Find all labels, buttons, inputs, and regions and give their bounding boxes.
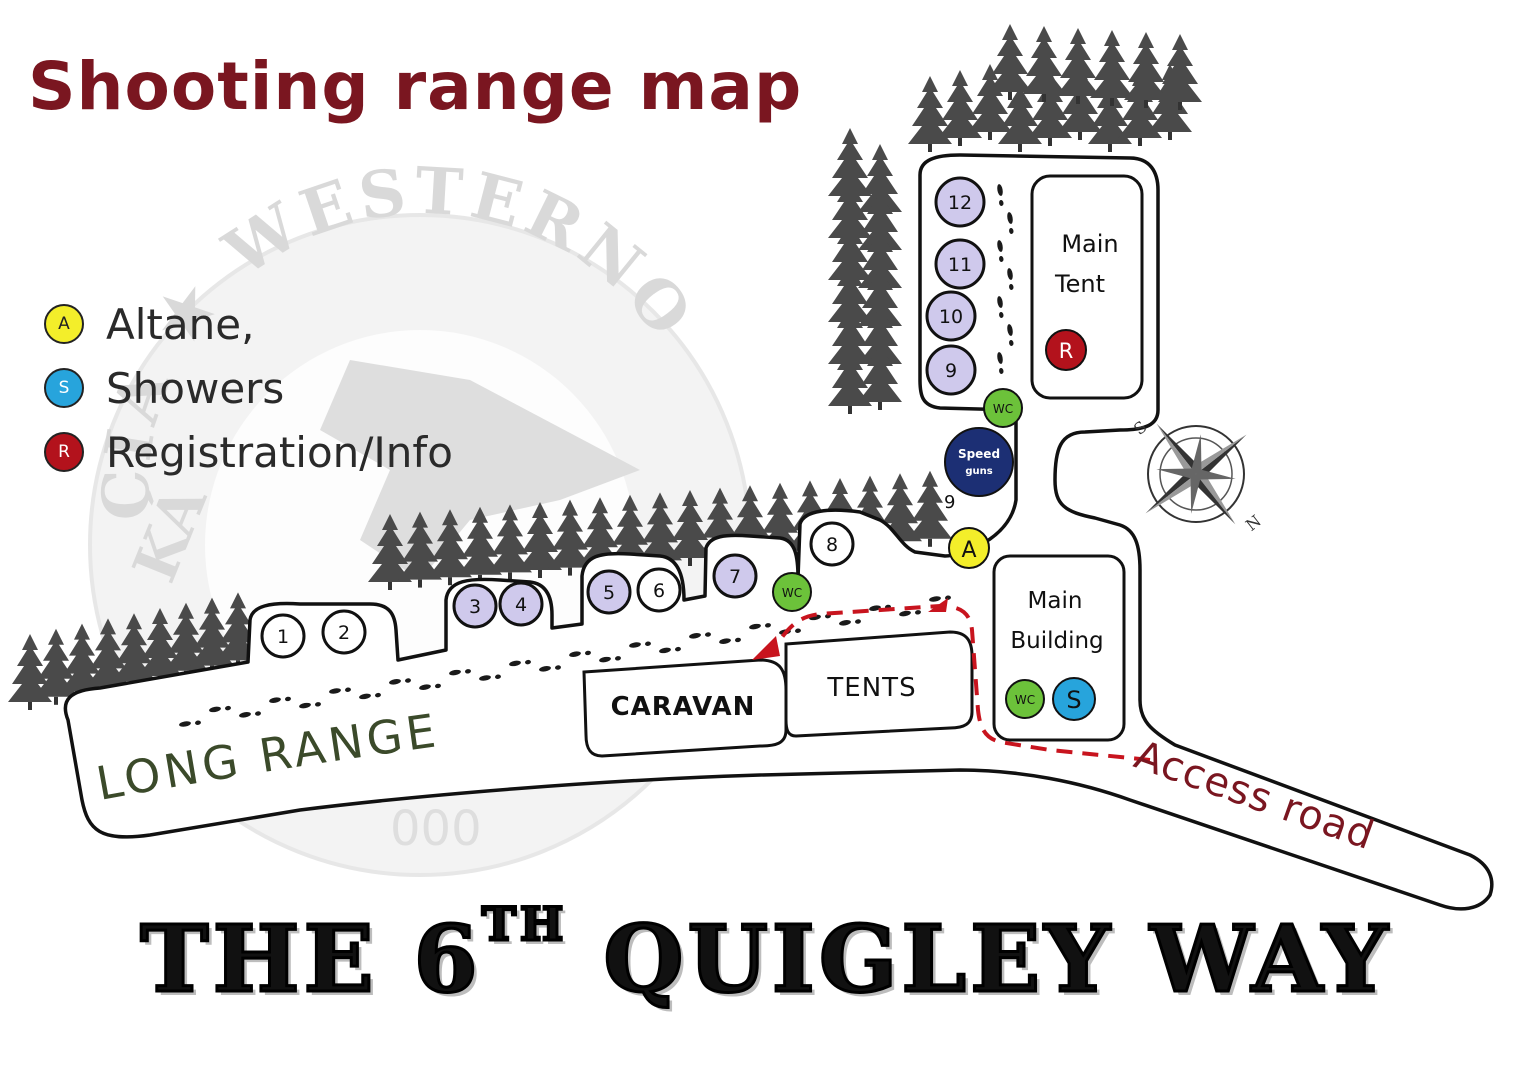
svg-text:12: 12 bbox=[948, 192, 972, 214]
tree-icon bbox=[908, 76, 952, 152]
svg-text:WC: WC bbox=[782, 586, 802, 600]
event-title: THE 6TH QUIGLEY WAY bbox=[0, 896, 1532, 1015]
compass-n: N bbox=[1242, 511, 1265, 535]
map-title: Shooting range map bbox=[28, 48, 803, 125]
tree-icon bbox=[1022, 26, 1066, 102]
legend-marker: R bbox=[44, 432, 84, 472]
stage-9: 9 bbox=[925, 344, 977, 396]
svg-text:WC: WC bbox=[993, 402, 1013, 416]
main-tent-area: Main Tent bbox=[1030, 174, 1144, 400]
speed-guns-marker: Speed guns bbox=[944, 427, 1014, 497]
legend-marker: A bbox=[44, 304, 84, 344]
stage-7: 7 bbox=[712, 553, 758, 599]
access-route bbox=[752, 598, 1151, 762]
event-title-sup: TH bbox=[480, 896, 568, 953]
main-building-label-line2: Building bbox=[1010, 628, 1103, 654]
legend-label: Registration/Info bbox=[106, 427, 453, 477]
stage-nine-label: 9 bbox=[944, 492, 955, 513]
svg-text:11: 11 bbox=[948, 254, 972, 276]
svg-text:A: A bbox=[961, 538, 976, 563]
tree-icon bbox=[1124, 32, 1168, 108]
legend-marker: S bbox=[44, 368, 84, 408]
main-tent-label-line1: Main bbox=[1061, 230, 1118, 258]
stage-5: 5 bbox=[586, 569, 632, 615]
caravan-label: CARAVAN bbox=[611, 692, 756, 722]
stage-10: 10 bbox=[925, 290, 977, 342]
stage-4: 4 bbox=[498, 581, 544, 627]
registration-marker: R bbox=[1045, 329, 1087, 371]
svg-text:Speed: Speed bbox=[958, 447, 1000, 461]
svg-text:8: 8 bbox=[826, 534, 838, 556]
stage-8: 8 bbox=[809, 521, 855, 567]
stage-3: 3 bbox=[452, 583, 498, 629]
legend: A Altane, S Showers R Registration/Info bbox=[44, 292, 453, 484]
showers-marker: S bbox=[1052, 677, 1096, 721]
tree-icon bbox=[938, 70, 982, 146]
svg-text:1: 1 bbox=[277, 626, 289, 648]
svg-text:9: 9 bbox=[945, 360, 957, 382]
legend-label: Showers bbox=[106, 363, 285, 413]
legend-item-altane: A Altane, bbox=[44, 292, 453, 356]
wc-marker: WC bbox=[983, 388, 1023, 428]
stage-12: 12 bbox=[934, 176, 986, 228]
event-title-pre: THE 6 bbox=[139, 904, 482, 1015]
svg-text:5: 5 bbox=[603, 582, 615, 604]
svg-text:2: 2 bbox=[338, 622, 350, 644]
svg-text:4: 4 bbox=[515, 594, 527, 616]
svg-text:3: 3 bbox=[469, 596, 481, 618]
stage-1: 1 bbox=[260, 613, 306, 659]
tree-icon bbox=[1090, 30, 1134, 106]
legend-label: Altane, bbox=[106, 299, 255, 349]
tree-icon bbox=[1056, 28, 1100, 104]
stage-11: 11 bbox=[934, 238, 986, 290]
svg-text:10: 10 bbox=[939, 306, 963, 328]
stage-6: 6 bbox=[636, 567, 682, 613]
legend-item-registration: R Registration/Info bbox=[44, 420, 453, 484]
event-title-post: QUIGLEY WAY bbox=[567, 904, 1392, 1015]
svg-text:S: S bbox=[1066, 686, 1081, 714]
wc-marker: WC bbox=[1005, 679, 1045, 719]
wc-marker: WC bbox=[772, 572, 812, 612]
main-tent-label-line2: Tent bbox=[1054, 270, 1105, 298]
watermark-number: 000 bbox=[390, 801, 482, 857]
svg-text:R: R bbox=[1059, 339, 1074, 363]
caravan-area: CARAVAN bbox=[582, 658, 788, 758]
tree-icon bbox=[1158, 34, 1202, 110]
legend-item-showers: S Showers bbox=[44, 356, 453, 420]
tree-icon bbox=[988, 24, 1032, 100]
altane-marker: A bbox=[948, 527, 990, 569]
stage-2: 2 bbox=[321, 609, 367, 655]
tents-label: TENTS bbox=[826, 673, 916, 703]
tree-icon bbox=[828, 338, 872, 414]
svg-text:guns: guns bbox=[965, 466, 992, 477]
svg-text:6: 6 bbox=[653, 580, 665, 602]
svg-text:7: 7 bbox=[729, 566, 741, 588]
svg-text:WC: WC bbox=[1015, 693, 1035, 707]
tents-area: TENTS bbox=[784, 630, 974, 738]
main-building-label-line1: Main bbox=[1028, 588, 1083, 614]
